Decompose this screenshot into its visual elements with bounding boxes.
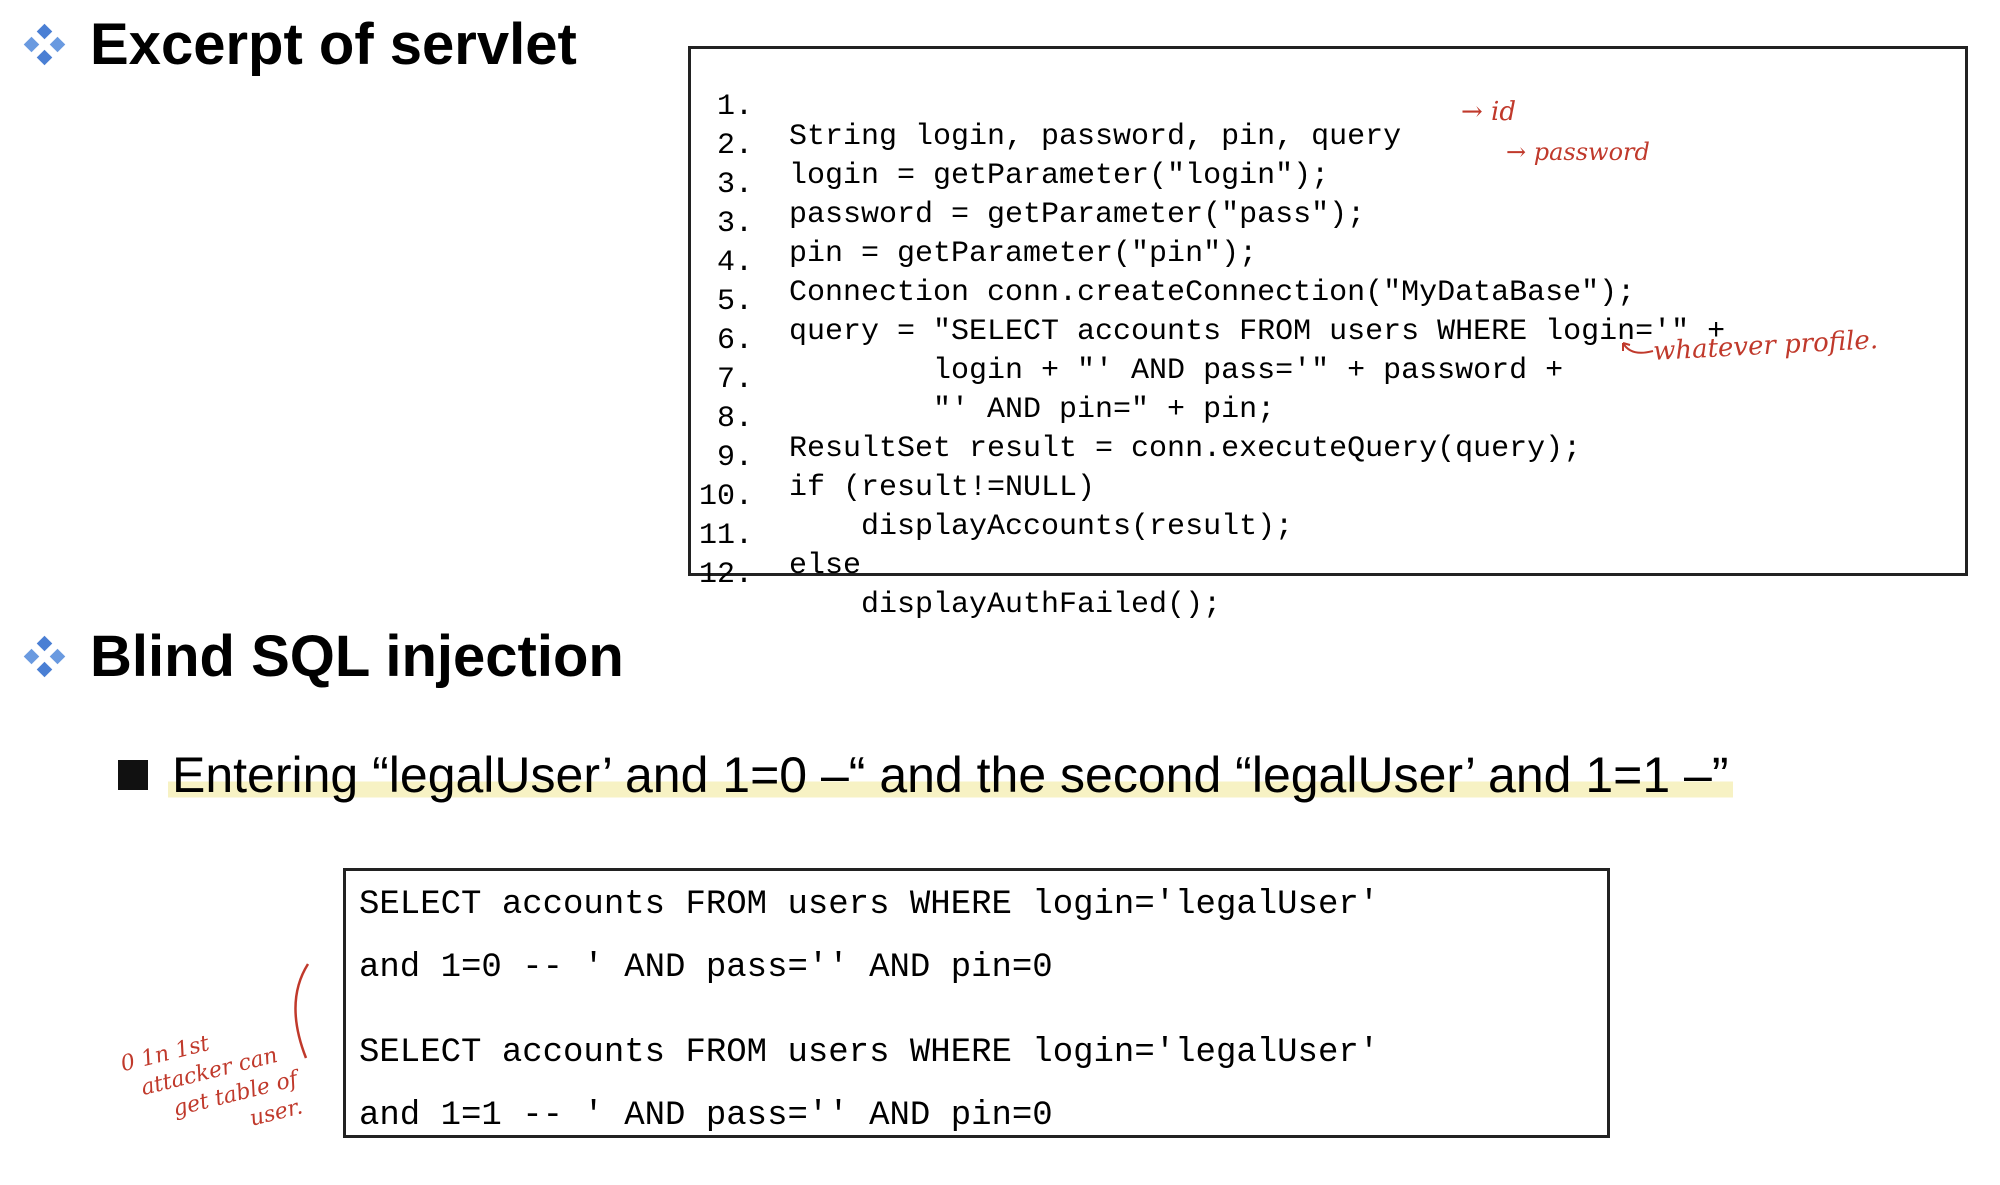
heading-text: Blind SQL injection — [90, 624, 624, 689]
line-number: 10. — [698, 480, 753, 514]
code-line: 7. "' AND pin=" + pin; — [691, 335, 1275, 455]
line-number: 5. — [716, 285, 753, 319]
annotation-id: → id — [1461, 97, 1517, 127]
query-line: SELECT accounts FROM users WHERE login='… — [359, 1034, 1380, 1072]
line-number: 8. — [716, 402, 753, 436]
code-text: pin = getParameter("pin"); — [789, 237, 1258, 271]
annotation-arrow-icon — [1622, 342, 1654, 354]
heading-text: Excerpt of servlet — [90, 12, 577, 77]
code-text: query = "SELECT accounts FROM users WHER… — [789, 315, 1726, 349]
code-line: 6. login + "' AND pass='" + password + — [691, 296, 1563, 416]
diamond-bullet-icon — [23, 23, 66, 66]
code-text: String login, password, pin, query — [789, 120, 1402, 154]
code-line: 10. displayAccounts(result); — [691, 452, 1293, 572]
code-text: ResultSet result = conn.executeQuery(que… — [789, 432, 1582, 466]
margin-annotation: 0 1n 1st attacker can get table of user. — [118, 1011, 308, 1160]
line-number: 1. — [716, 90, 753, 124]
code-text: "' AND pin=" + pin; — [789, 393, 1276, 427]
bullet-item: Entering “legalUser’ and 1=0 –“ and the … — [118, 748, 1733, 802]
code-text: password = getParameter("pass"); — [789, 198, 1366, 232]
line-number: 7. — [716, 363, 753, 397]
code-line: 1. String login, password, pin, query — [691, 62, 1401, 182]
line-number: 3. — [716, 168, 753, 202]
query-line: SELECT accounts FROM users WHERE login='… — [359, 886, 1380, 924]
line-number: 4. — [716, 246, 753, 280]
square-bullet-icon — [118, 760, 148, 790]
code-text: login + "' AND pass='" + password + — [789, 354, 1564, 388]
code-line: 4. Connection conn.createConnection("MyD… — [691, 218, 1635, 338]
bullet-text: Entering “legalUser’ and 1=0 –“ and the … — [168, 748, 1733, 802]
servlet-code-box: 1. String login, password, pin, query 2.… — [688, 46, 1968, 620]
heading-blind-sql-injection: Blind SQL injection — [22, 628, 624, 686]
query-line: and 1=0 -- ' AND pass='' AND pin=0 — [359, 949, 1053, 987]
code-line: 11. else — [691, 491, 861, 611]
code-line: 12. displayAuthFailed(); — [691, 530, 1221, 650]
annotation-password: → password — [1506, 138, 1650, 166]
line-number: 2. — [716, 129, 753, 163]
code-line: 9. if (result!=NULL) — [691, 413, 1095, 533]
code-line: 2. login = getParameter("login"); — [691, 101, 1329, 221]
code-line: 8. ResultSet result = conn.executeQuery(… — [691, 374, 1581, 494]
annotation-bracket-icon — [294, 963, 310, 1059]
code-text: else — [789, 549, 862, 583]
code-line: 3. password = getParameter("pass"); — [691, 140, 1365, 260]
line-number: 3. — [716, 207, 753, 241]
sql-query-box: SELECT accounts FROM users WHERE login='… — [343, 868, 1610, 1138]
code-text: Connection conn.createConnection("MyData… — [789, 276, 1636, 310]
code-text: if (result!=NULL) — [789, 471, 1096, 505]
code-text: login = getParameter("login"); — [789, 159, 1330, 193]
code-text: displayAuthFailed(); — [789, 588, 1222, 622]
line-number: 9. — [716, 441, 753, 475]
code-text: displayAccounts(result); — [789, 510, 1294, 544]
line-number: 6. — [716, 324, 753, 358]
line-number: 12. — [698, 558, 753, 592]
heading-excerpt-of-servlet: Excerpt of servlet — [22, 16, 577, 74]
query-line: and 1=1 -- ' AND pass='' AND pin=0 — [359, 1097, 1053, 1135]
code-line: 5. query = "SELECT accounts FROM users W… — [691, 257, 1725, 377]
diamond-bullet-icon — [23, 635, 66, 678]
code-line: 3. pin = getParameter("pin"); — [691, 179, 1257, 299]
line-number: 11. — [698, 519, 753, 553]
